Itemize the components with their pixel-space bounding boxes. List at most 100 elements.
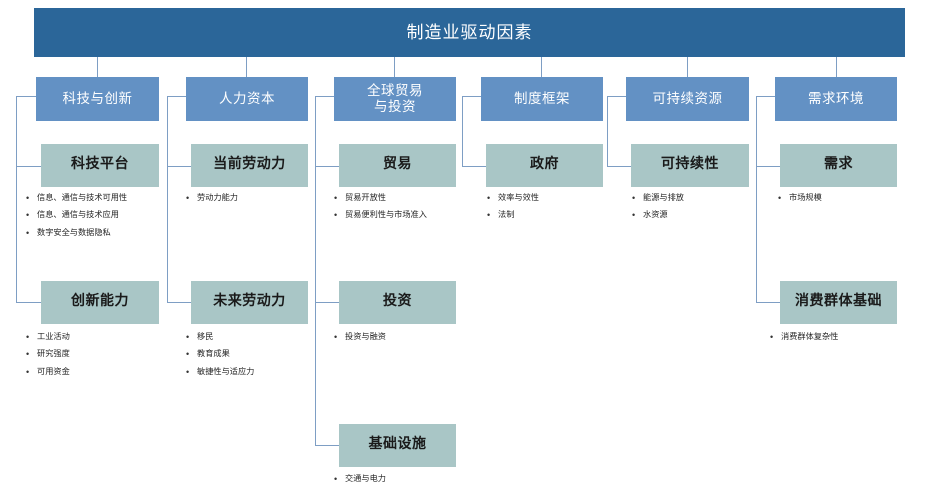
bullet-list-3-1: • 贸易开放性 • 贸易便利性与市场准入 xyxy=(334,193,494,229)
bullet-text: 消费群体复杂性 xyxy=(781,332,839,341)
sub-node-6-1-label: 需求 xyxy=(824,157,853,173)
stub-col3-group3 xyxy=(315,445,339,446)
pillar-node-1-label: 科技与创新 xyxy=(62,91,133,107)
connector-root-to-col6 xyxy=(836,57,837,77)
list-item: • 交通与电力 xyxy=(334,474,494,484)
list-item: • 敏捷性与适应力 xyxy=(186,367,326,377)
bullet-list-4-1: • 效率与效性 • 法制 xyxy=(487,193,627,229)
pillar-node-1[interactable]: 科技与创新 xyxy=(36,77,159,121)
stub-col6-group1 xyxy=(756,166,780,167)
bullet-list-5-1: • 能源与排放 • 水资源 xyxy=(632,193,772,229)
bullet-list-2-1: • 劳动力能力 xyxy=(186,193,326,211)
bullet-dot-icon: • xyxy=(778,193,782,203)
stub-col2-group1 xyxy=(167,166,191,167)
sub-node-1-2[interactable]: 创新能力 xyxy=(41,281,159,324)
sub-node-2-1-label: 当前劳动力 xyxy=(213,157,286,173)
stub-col5-group1 xyxy=(607,166,631,167)
list-item: • 信息、通信与技术应用 xyxy=(26,210,176,220)
stub-col3-pillar xyxy=(315,96,334,97)
list-item: • 能源与排放 xyxy=(632,193,772,203)
list-item: • 工业活动 xyxy=(26,332,176,342)
pillar-node-2[interactable]: 人力资本 xyxy=(186,77,308,121)
stub-col1-pillar xyxy=(16,96,36,97)
bullet-dot-icon: • xyxy=(26,193,30,203)
bullet-dot-icon: • xyxy=(770,332,774,342)
bullet-text: 教育成果 xyxy=(197,349,230,359)
bullet-list-3-3: • 交通与电力 xyxy=(334,474,494,492)
connector-root-to-col4 xyxy=(541,57,542,77)
bullet-list-1-1: • 信息、通信与技术可用性 • 信息、通信与技术应用 • 数字安全与数据隐私 xyxy=(26,193,176,246)
list-item: • 教育成果 xyxy=(186,349,326,359)
stub-col3-group1 xyxy=(315,166,339,167)
bullet-dot-icon: • xyxy=(334,193,338,203)
stub-col6-group2 xyxy=(756,302,780,303)
list-item: • 贸易开放性 xyxy=(334,193,494,203)
spine-col1 xyxy=(16,96,17,302)
sub-node-6-2[interactable]: 消费群体基础 xyxy=(780,281,897,324)
list-item: • 可用资金 xyxy=(26,366,176,377)
sub-node-1-1[interactable]: 科技平台 xyxy=(41,144,159,187)
stub-col1-group1 xyxy=(16,166,41,167)
bullet-dot-icon: • xyxy=(334,210,338,221)
sub-node-1-1-label: 科技平台 xyxy=(71,157,129,173)
sub-node-5-1[interactable]: 可持续性 xyxy=(631,144,749,187)
bullet-dot-icon: • xyxy=(186,193,190,203)
bullet-text: 信息、通信与技术应用 xyxy=(37,210,119,220)
bullet-text: 能源与排放 xyxy=(643,193,684,202)
list-item: • 市场规模 xyxy=(778,193,928,203)
bullet-list-3-2: • 投资与融资 xyxy=(334,332,494,350)
pillar-node-6-label: 需求环境 xyxy=(808,91,864,107)
pillar-node-3[interactable]: 全球贸易 与投资 xyxy=(334,77,456,121)
list-item: • 移民 xyxy=(186,332,326,342)
sub-node-6-1[interactable]: 需求 xyxy=(780,144,897,187)
bullet-text: 信息、通信与技术可用性 xyxy=(37,193,128,202)
sub-node-3-1[interactable]: 贸易 xyxy=(339,144,456,187)
bullet-list-1-2: • 工业活动 • 研究强度 • 可用资金 xyxy=(26,332,176,385)
sub-node-6-2-label: 消费群体基础 xyxy=(795,294,882,310)
pillar-node-6[interactable]: 需求环境 xyxy=(775,77,897,121)
sub-node-3-3[interactable]: 基础设施 xyxy=(339,424,456,467)
pillar-node-2-label: 人力资本 xyxy=(219,91,275,107)
connector-root-to-col3 xyxy=(394,57,395,77)
bullet-dot-icon: • xyxy=(26,366,30,377)
connector-root-to-col1 xyxy=(97,57,98,77)
spine-col2 xyxy=(167,96,168,302)
list-item: • 信息、通信与技术可用性 xyxy=(26,193,176,203)
connector-root-to-col2 xyxy=(246,57,247,77)
sub-node-2-2-label: 未来劳动力 xyxy=(213,294,286,310)
bullet-text: 法制 xyxy=(498,210,515,220)
sub-node-3-1-label: 贸易 xyxy=(383,157,412,173)
sub-node-1-2-label: 创新能力 xyxy=(71,294,129,310)
pillar-node-5[interactable]: 可持续资源 xyxy=(626,77,749,121)
bullet-dot-icon: • xyxy=(186,332,190,342)
root-node-manufacturing-drivers[interactable]: 制造业驱动因素 xyxy=(34,8,905,57)
bullet-dot-icon: • xyxy=(487,210,491,221)
bullet-text: 水资源 xyxy=(643,210,668,220)
bullet-dot-icon: • xyxy=(26,227,30,238)
pillar-node-4-label: 制度框架 xyxy=(514,91,570,107)
bullet-dot-icon: • xyxy=(632,210,636,221)
bullet-text: 劳动力能力 xyxy=(197,193,238,202)
bullet-text: 数字安全与数据隐私 xyxy=(37,227,111,237)
sub-node-3-2[interactable]: 投资 xyxy=(339,281,456,324)
sub-node-4-1-label: 政府 xyxy=(530,157,559,173)
bullet-list-6-1: • 市场规模 xyxy=(778,193,928,211)
list-item: • 水资源 xyxy=(632,210,772,221)
sub-node-2-1[interactable]: 当前劳动力 xyxy=(191,144,308,187)
bullet-text: 移民 xyxy=(197,332,214,341)
sub-node-2-2[interactable]: 未来劳动力 xyxy=(191,281,308,324)
spine-col6 xyxy=(756,96,757,302)
bullet-text: 交通与电力 xyxy=(345,474,386,483)
pillar-node-4[interactable]: 制度框架 xyxy=(481,77,603,121)
list-item: • 数字安全与数据隐私 xyxy=(26,227,176,238)
bullet-dot-icon: • xyxy=(487,193,491,203)
spine-col4 xyxy=(462,96,463,166)
root-node-label: 制造业驱动因素 xyxy=(406,22,533,42)
bullet-dot-icon: • xyxy=(632,193,636,203)
bullet-dot-icon: • xyxy=(334,474,338,484)
list-item: • 研究强度 xyxy=(26,349,176,359)
bullet-list-2-2: • 移民 • 教育成果 • 敏捷性与适应力 xyxy=(186,332,326,385)
sub-node-4-1[interactable]: 政府 xyxy=(486,144,603,187)
bullet-list-6-2: • 消费群体复杂性 xyxy=(770,332,930,350)
